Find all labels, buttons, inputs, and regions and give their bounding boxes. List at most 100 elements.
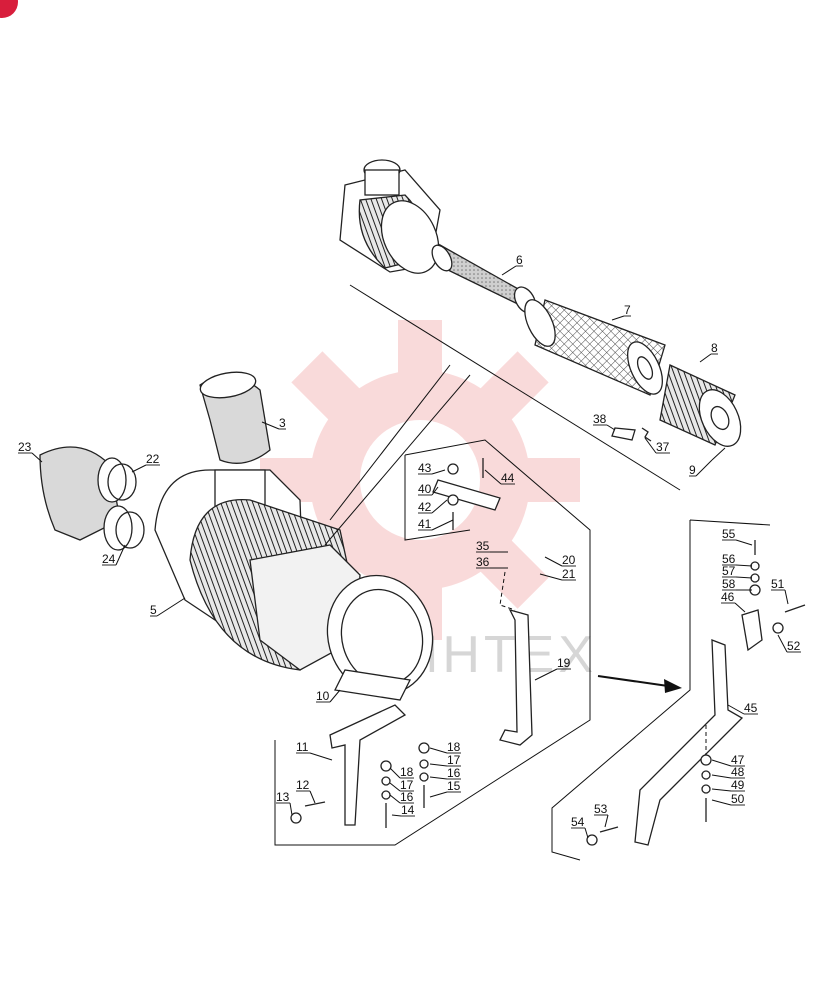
callout-number: 22 — [146, 452, 160, 466]
callout-number: 21 — [562, 567, 576, 581]
callout-number: 14 — [401, 803, 415, 817]
callout-10: 10 — [316, 689, 341, 703]
callout-20: 20 — [544, 553, 576, 567]
callout-number: 58 — [722, 577, 736, 591]
callout-leader — [606, 424, 616, 431]
callout-45: 45 — [727, 701, 758, 715]
callout-52: 52 — [777, 634, 801, 653]
arm-bracket — [634, 639, 744, 846]
callout-leader — [309, 790, 316, 804]
callout-number: 13 — [276, 790, 290, 804]
callout-18: 18 — [429, 740, 461, 754]
callout-number: 40 — [418, 482, 432, 496]
callout-7: 7 — [611, 303, 631, 321]
callout-number: 45 — [744, 701, 758, 715]
callout-55: 55 — [722, 527, 753, 546]
callout-47: 47 — [711, 753, 745, 767]
callout-number: 5 — [150, 603, 157, 617]
callout-14: 14 — [391, 803, 415, 817]
callout-leader — [735, 564, 753, 567]
callout-leader — [156, 597, 186, 617]
callout-leader — [695, 459, 713, 477]
callout-leader — [711, 774, 732, 779]
callout-leader — [431, 499, 448, 514]
callout-number: 18 — [447, 740, 461, 754]
bolt — [784, 604, 806, 613]
callout-leader — [784, 589, 789, 605]
hose-clamp-lower — [115, 511, 145, 549]
callout-number: 53 — [594, 802, 608, 816]
callout-number: 19 — [557, 656, 571, 670]
callout-number: 15 — [447, 779, 461, 793]
callout-leader — [735, 539, 753, 546]
callout-17: 17 — [429, 753, 461, 767]
callout-36: 36 — [476, 555, 508, 569]
callout-16: 16 — [389, 790, 414, 804]
washer — [447, 494, 459, 506]
callout-15: 15 — [429, 779, 461, 798]
callout-leader — [429, 747, 448, 754]
callout-3: 3 — [261, 416, 286, 430]
callout-12: 12 — [296, 778, 316, 804]
callout-49: 49 — [711, 778, 745, 792]
callout-leader — [777, 634, 788, 653]
callout-leader — [431, 486, 439, 496]
callout-leader — [711, 799, 732, 806]
callout-37: 37 — [644, 437, 670, 454]
callout-number: 23 — [18, 440, 32, 454]
direction-arrow — [597, 675, 682, 693]
callout-43: 43 — [418, 461, 446, 475]
callout-21: 21 — [539, 567, 576, 581]
callout-number: 38 — [593, 412, 607, 426]
callout-44: 44 — [484, 469, 515, 485]
callout-number: 56 — [722, 552, 736, 566]
callout-number: 47 — [731, 753, 745, 767]
callout-number: 49 — [731, 778, 745, 792]
mount-plate — [432, 479, 501, 511]
callout-58: 58 — [722, 577, 752, 591]
callout-number: 44 — [501, 471, 515, 485]
corner-badge — [0, 0, 18, 18]
callout-17: 17 — [389, 778, 414, 792]
washer — [772, 622, 784, 634]
callout-23: 23 — [18, 440, 43, 463]
nut — [447, 463, 459, 475]
callout-leader — [289, 802, 293, 816]
intake-hose — [199, 371, 271, 464]
callout-42: 42 — [418, 499, 448, 514]
callout-54: 54 — [571, 815, 589, 839]
callout-leader — [31, 452, 43, 463]
callout-leader — [604, 814, 609, 828]
fastener-column — [290, 742, 430, 828]
callout-8: 8 — [699, 341, 718, 363]
callout-leader — [429, 763, 448, 767]
callout-leader — [131, 464, 147, 473]
clip-spring — [641, 427, 652, 442]
callout-6: 6 — [501, 253, 523, 276]
panel-outline-right — [551, 519, 771, 861]
callout-leader — [534, 668, 558, 681]
callout-leader — [735, 576, 753, 579]
callout-38: 38 — [593, 412, 616, 431]
callout-51: 51 — [771, 577, 789, 605]
panel-outline-mid — [274, 439, 591, 846]
angle-bracket — [741, 609, 763, 652]
callout-number: 12 — [296, 778, 310, 792]
main-filter-element — [524, 299, 666, 396]
callout-number: 57 — [722, 564, 736, 578]
callout-41: 41 — [418, 517, 454, 531]
callout-leader — [329, 689, 341, 703]
callout-leader — [429, 776, 448, 780]
callout-number: 17 — [400, 778, 414, 792]
main-housing — [154, 469, 434, 701]
callout-leader — [539, 573, 563, 581]
callout-48: 48 — [711, 765, 745, 779]
callout-leader — [711, 759, 732, 767]
callout-leader — [309, 752, 333, 761]
callout-leader — [544, 556, 563, 567]
callout-number: 24 — [102, 552, 116, 566]
callout-number: 11 — [296, 740, 309, 754]
callout-number: 54 — [571, 815, 585, 829]
callout-leader — [699, 353, 712, 363]
